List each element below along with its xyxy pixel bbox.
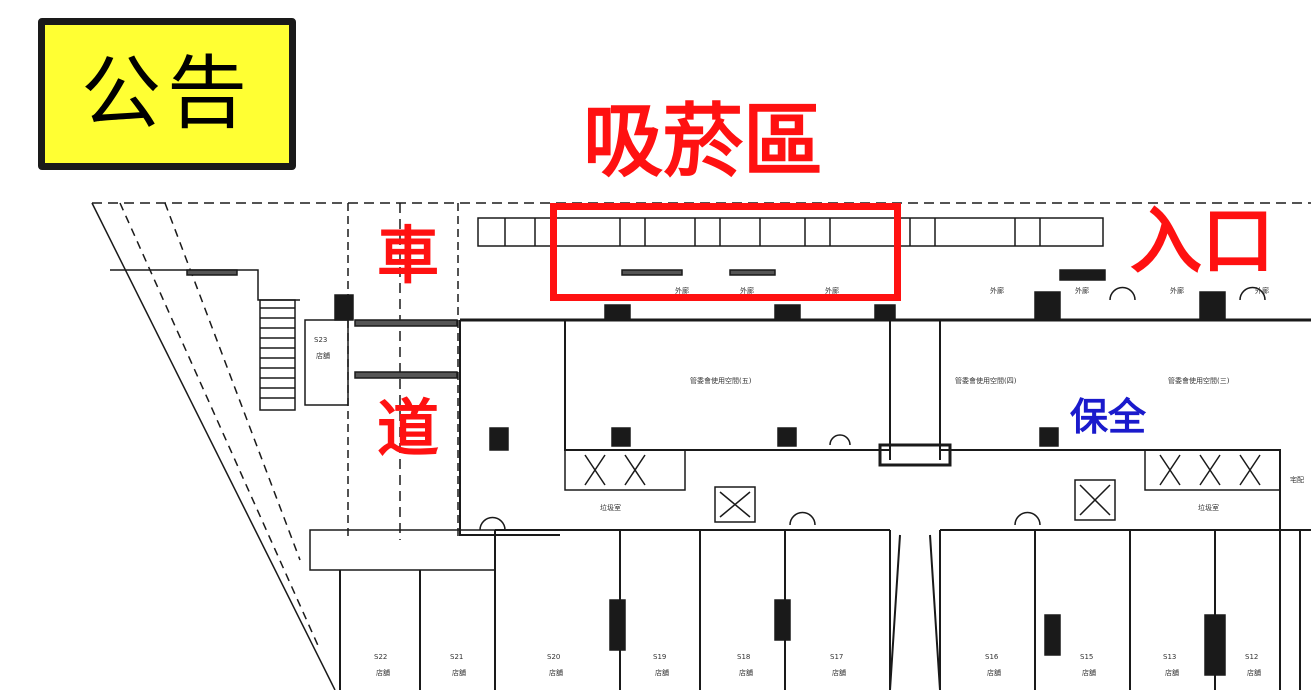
setback-line [119, 202, 321, 651]
entrance-label: 入口 [1130, 199, 1275, 283]
corridor-walls [889, 320, 941, 460]
elevator-right [1074, 479, 1116, 521]
shop-label: 店舖 [376, 668, 390, 677]
column [604, 304, 631, 321]
security-label: 保全 [1070, 395, 1147, 439]
room-label: 外廊 [1075, 286, 1089, 295]
unit-label: S16 [985, 653, 999, 661]
central-passage [889, 534, 941, 691]
building-left-wall [459, 320, 560, 536]
unit-label: S23 [314, 336, 327, 344]
room-label-committee-5: 管委會使用空間(五) [690, 376, 752, 385]
column [1204, 614, 1226, 676]
committee4-room [939, 320, 1281, 690]
driveway-edges [347, 203, 459, 540]
column [1039, 427, 1059, 447]
unit-s23 [304, 319, 349, 406]
column [777, 427, 797, 447]
driveway-gate [354, 319, 458, 327]
elevator-single [714, 486, 756, 523]
canopy-dividers [504, 218, 1041, 246]
canopy-strip [477, 217, 1104, 247]
unit-label: S17 [830, 653, 843, 661]
column [774, 304, 801, 321]
driveway-label-car: 車 [377, 219, 440, 292]
unit-label: S12 [1245, 653, 1258, 661]
elevator-x [719, 491, 751, 518]
unit-label: S18 [737, 653, 750, 661]
elevator-bank-right [1144, 449, 1281, 491]
shop-label: 店舖 [1082, 668, 1096, 677]
column [1044, 614, 1061, 656]
service-core [309, 529, 496, 571]
smoking-area-highlight [550, 203, 901, 301]
unit-label: S22 [374, 653, 387, 661]
shop-label: 店舖 [739, 668, 753, 677]
unit-walls [339, 530, 1301, 690]
column [1199, 291, 1226, 321]
shop-label: 店舖 [1165, 668, 1179, 677]
unit-label: S20 [547, 653, 560, 661]
shop-label: 店舖 [832, 668, 846, 677]
railing-a [186, 269, 238, 276]
notice-label: 公告 [81, 47, 253, 140]
room-label: 外廊 [825, 286, 839, 295]
column [609, 599, 626, 651]
smoking-area-label: 吸菸區 [583, 95, 823, 188]
entry-vestibule [878, 443, 952, 467]
elevator-x [584, 454, 646, 486]
room-label: 外廊 [740, 286, 754, 295]
elevator-bank-left [564, 449, 686, 491]
railing-b [621, 269, 683, 276]
shop-label: 店舖 [987, 668, 1001, 677]
room-label: 外廊 [1255, 286, 1269, 295]
shop-label: 店舖 [1247, 668, 1261, 677]
room-label-committee-4: 管委會使用空間(四) [955, 376, 1017, 385]
unit-label: S19 [653, 653, 666, 661]
room-label-committee-3: 管委會使用空間(三) [1168, 376, 1230, 385]
driveway-gate-2 [354, 371, 458, 379]
setback-line-2 [164, 202, 301, 561]
column [611, 427, 631, 447]
room-label-delivery: 宅配 [1290, 475, 1304, 484]
unit-label: S15 [1080, 653, 1093, 661]
stair-treads [260, 307, 295, 399]
room-label: 外廊 [675, 286, 689, 295]
driveway-label-road: 道 [377, 392, 440, 465]
elevator-x [1079, 484, 1111, 516]
notice-badge: 公告 [38, 18, 296, 170]
column [774, 599, 791, 641]
shop-label: 店舖 [655, 668, 669, 677]
room-label: 外廊 [990, 286, 1004, 295]
unit-label: S13 [1163, 653, 1176, 661]
column [334, 294, 354, 321]
column [874, 304, 896, 321]
room-label-trash: 垃圾室 [1198, 503, 1219, 512]
column [1059, 269, 1106, 281]
column [489, 427, 509, 451]
unit-label: S21 [450, 653, 463, 661]
room-label: 外廊 [1170, 286, 1184, 295]
shop-label: 店舖 [549, 668, 563, 677]
railing-c [729, 269, 776, 276]
site-edge-diagonal [91, 202, 336, 691]
shop-label: 店舖 [316, 351, 330, 360]
stair-left [259, 299, 296, 411]
elevator-x [1159, 454, 1261, 486]
door-swing [479, 286, 1266, 531]
shop-label: 店舖 [452, 668, 466, 677]
room-label-trash: 垃圾室 [600, 503, 621, 512]
column [1034, 291, 1061, 321]
